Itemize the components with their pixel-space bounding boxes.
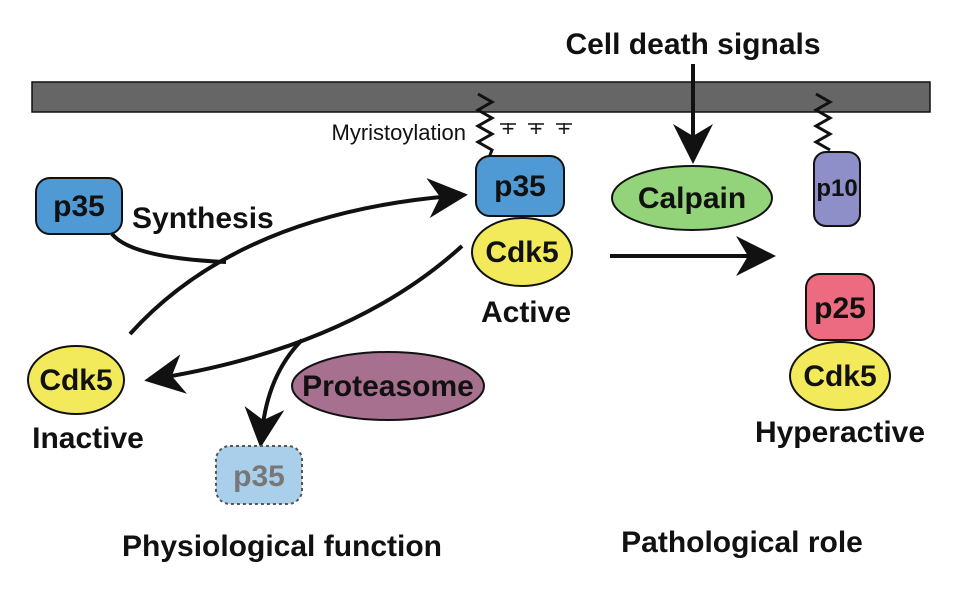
membrane-charge-1: + bbox=[502, 116, 515, 141]
p35-synthesis-label: p35 bbox=[53, 190, 105, 223]
proteasome-label: Proteasome bbox=[302, 370, 474, 403]
myristoyl-anchor-p10 bbox=[812, 92, 834, 152]
hyperactive-state-label: Hyperactive bbox=[755, 416, 925, 449]
p10-label: p10 bbox=[816, 175, 857, 202]
p35-degraded-node bbox=[215, 445, 303, 505]
p25-node bbox=[805, 273, 875, 341]
cdk5-active-node bbox=[471, 217, 573, 287]
pathological-role-caption: Pathological role bbox=[621, 526, 863, 559]
myristoyl-anchor-active bbox=[474, 92, 496, 161]
membrane-charge-2: + bbox=[530, 116, 543, 141]
degradation-arrow bbox=[244, 338, 304, 448]
inactive-state-label: Inactive bbox=[32, 422, 144, 455]
p35-active-label: p35 bbox=[494, 170, 546, 203]
membrane-charge-3: + bbox=[558, 116, 571, 141]
calpain-node bbox=[611, 165, 773, 231]
proteasome-node bbox=[291, 351, 485, 421]
activation-arrow bbox=[128, 178, 468, 336]
myristoylation-label: Myristoylation bbox=[332, 120, 466, 145]
cell-death-signals-label: Cell death signals bbox=[565, 28, 820, 61]
synthesis-connector bbox=[110, 232, 227, 264]
active-state-label: Active bbox=[481, 296, 571, 329]
calpain-label: Calpain bbox=[638, 182, 746, 215]
cdk5-active-label: Cdk5 bbox=[485, 236, 558, 269]
synthesis-label: Synthesis bbox=[132, 202, 274, 235]
p35-degraded-label: p35 bbox=[233, 460, 285, 493]
cdk5-hyperactive-node bbox=[789, 341, 891, 411]
p25-label: p25 bbox=[814, 292, 866, 325]
cdk5-inactive-node bbox=[27, 345, 125, 415]
p10-node bbox=[813, 151, 861, 227]
cdk5-hyperactive-label: Cdk5 bbox=[803, 360, 876, 393]
physiological-function-caption: Physiological function bbox=[122, 530, 442, 563]
p35-active-node bbox=[475, 155, 565, 217]
inactivation-arrow bbox=[144, 244, 464, 394]
p35-synthesis-node bbox=[35, 177, 123, 235]
cdk5-inactive-label: Cdk5 bbox=[39, 364, 112, 397]
